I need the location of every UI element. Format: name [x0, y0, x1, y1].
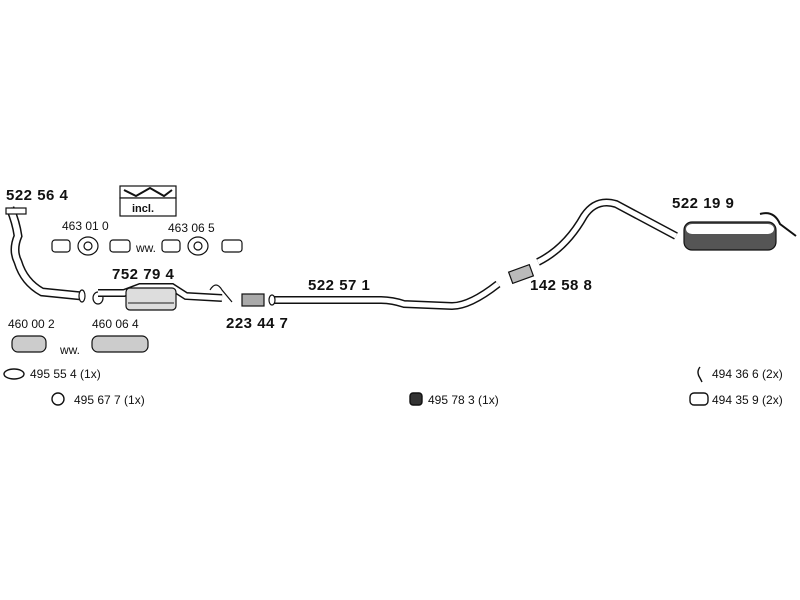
accessory-hook-494-366: 494 36 6 (2x): [712, 367, 783, 381]
accessory-hanger-495-783: 495 78 3 (1x): [428, 393, 499, 407]
part-label-rear-muffler: 522 19 9: [672, 195, 735, 212]
ww-label-top: ww.: [136, 241, 157, 255]
part-label-gasket-460-064: 460 06 4: [92, 317, 139, 331]
part-label-connector-142: 142 58 8: [530, 277, 593, 294]
accessory-ring-495-554: 495 55 4 (1x): [30, 367, 101, 381]
part-label-connector-223: 223 44 7: [226, 315, 289, 332]
catalyst-drawing: [92, 283, 265, 311]
clamp-drawings: [51, 236, 243, 256]
part-label-clamp-2: 463 06 5: [168, 221, 215, 235]
incl-kit-box-drawing: [119, 185, 177, 217]
part-label-mid-pipe: 522 57 1: [308, 277, 371, 294]
accessory-clamp-495-677: 495 67 7 (1x): [74, 393, 145, 407]
front-pipe-drawing: [5, 206, 86, 303]
rear-muffler-drawing: [536, 198, 797, 266]
part-label-gasket-460-002: 460 00 2: [8, 317, 55, 331]
part-label-catalyst: 752 79 4: [112, 266, 175, 283]
accessory-rubber-494-359: 494 35 9 (2x): [712, 393, 783, 407]
part-label-front-pipe: 522 56 4: [6, 187, 69, 204]
middle-pipe-drawing: [268, 280, 501, 311]
accessory-icons: [3, 366, 709, 406]
connector-142-drawing: [507, 263, 535, 285]
ww-label-bottom: ww.: [60, 343, 81, 357]
part-label-clamp-1: 463 01 0: [62, 219, 109, 233]
gasket-drawings: [11, 335, 149, 353]
kit-incl-label: incl.: [132, 203, 155, 215]
